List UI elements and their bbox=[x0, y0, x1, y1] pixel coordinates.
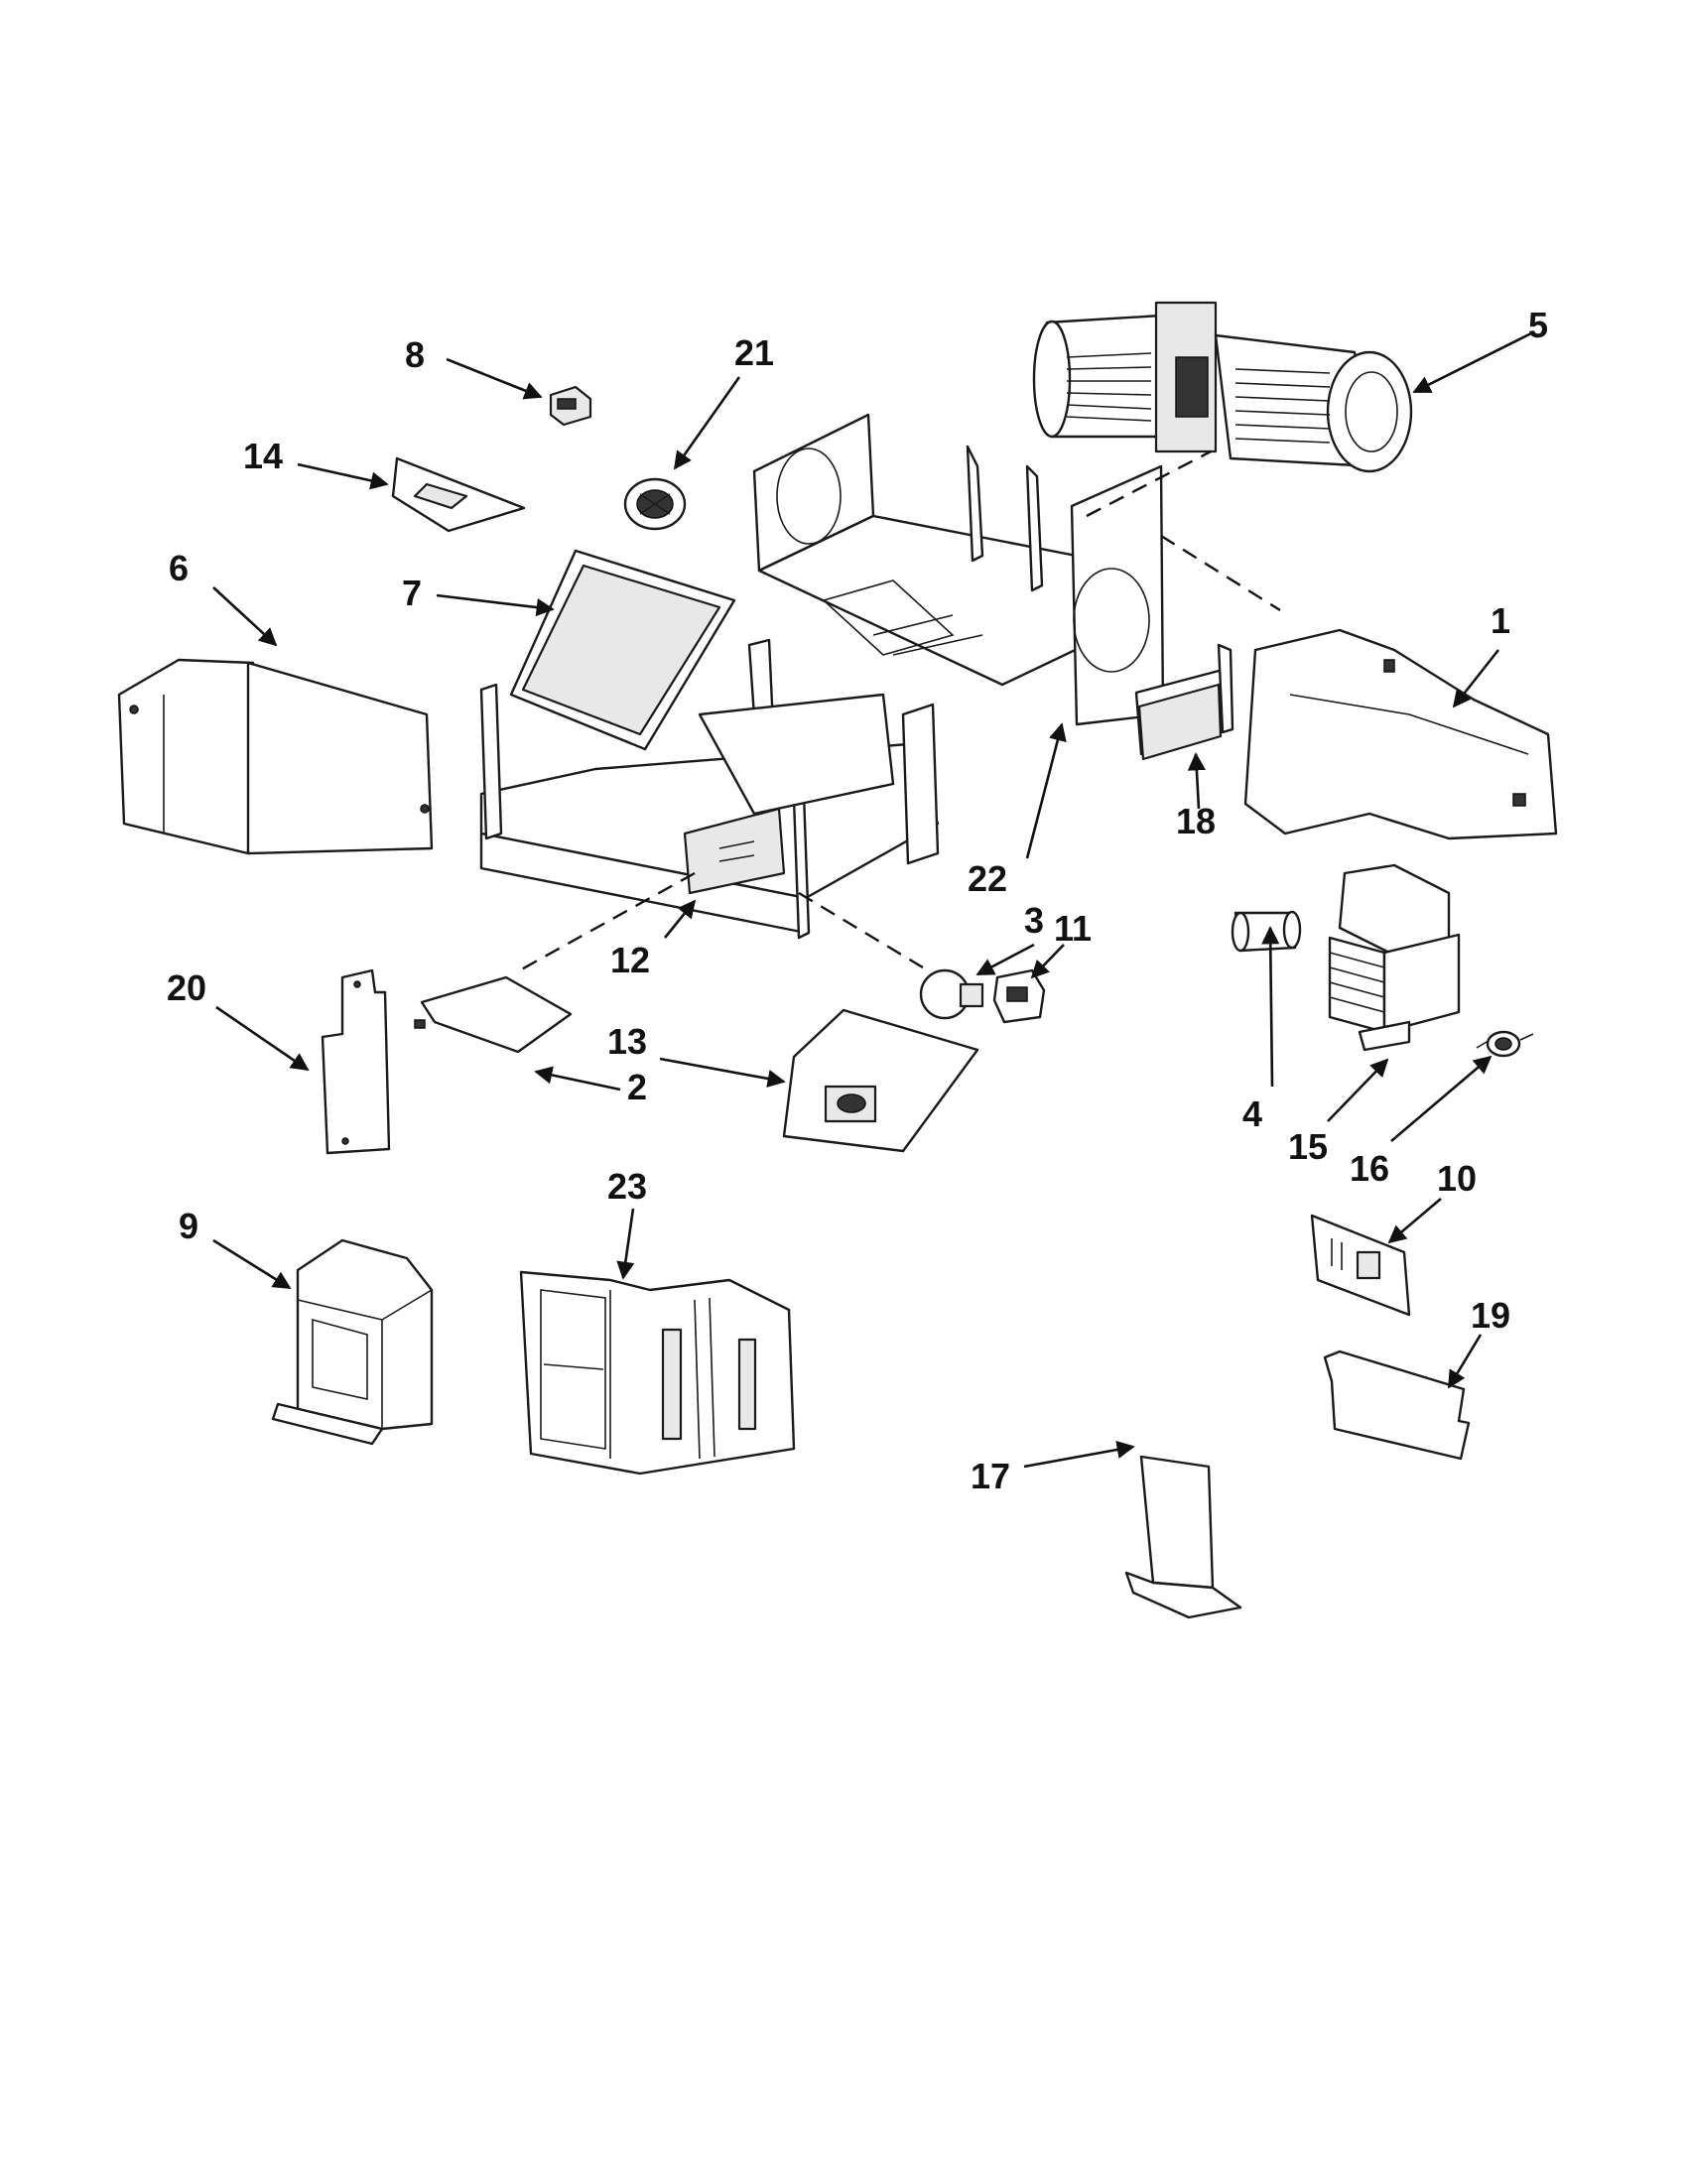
part-23-panel bbox=[519, 1270, 796, 1476]
upper-frame bbox=[752, 413, 1165, 726]
callout-14: 14 bbox=[243, 436, 283, 476]
part-18-plate bbox=[1134, 643, 1234, 761]
part-6-side-panel bbox=[117, 658, 434, 855]
callout-16: 16 bbox=[1350, 1148, 1389, 1189]
callout-4: 4 bbox=[1242, 1093, 1262, 1134]
part-1-duct bbox=[1243, 628, 1558, 840]
callout-1: 1 bbox=[1491, 600, 1510, 641]
part-19-bracket bbox=[1323, 1349, 1471, 1461]
part-5-blower-assembly bbox=[1032, 301, 1413, 473]
callout-21: 21 bbox=[734, 332, 774, 373]
callout-3: 3 bbox=[1024, 900, 1044, 941]
callout-8: 8 bbox=[405, 334, 425, 375]
part-13-cover bbox=[782, 1008, 979, 1153]
assembly-dashed-lines bbox=[515, 450, 1281, 974]
callout-23: 23 bbox=[607, 1166, 647, 1207]
leader-arrows bbox=[212, 330, 1534, 1469]
callout-9: 9 bbox=[179, 1206, 198, 1246]
part-16-thermal-cutoff bbox=[1476, 1030, 1534, 1058]
callout-13: 13 bbox=[607, 1021, 647, 1062]
callout-12: 12 bbox=[610, 940, 650, 980]
callout-18: 18 bbox=[1176, 801, 1216, 841]
callout-19: 19 bbox=[1471, 1295, 1510, 1336]
part-11-socket bbox=[992, 968, 1046, 1024]
callout-20: 20 bbox=[167, 967, 206, 1008]
part-20-bracket bbox=[321, 968, 391, 1155]
part-21-connector bbox=[623, 477, 687, 531]
part-9-box bbox=[271, 1238, 434, 1446]
part-3-lamp bbox=[919, 968, 984, 1020]
part-4-cylinder bbox=[1231, 910, 1302, 953]
callout-10: 10 bbox=[1437, 1158, 1477, 1199]
part-14-plate bbox=[391, 456, 526, 533]
part-12-base-chassis bbox=[479, 638, 940, 940]
callout-7: 7 bbox=[402, 573, 422, 613]
callout-5: 5 bbox=[1528, 305, 1548, 345]
callout-2: 2 bbox=[627, 1067, 647, 1107]
callout-17: 17 bbox=[971, 1456, 1010, 1496]
callout-labels: 8 21 5 14 7 6 1 18 22 12 3 11 4 15 16 20… bbox=[167, 305, 1548, 1496]
callout-11: 11 bbox=[1054, 908, 1092, 949]
callout-6: 6 bbox=[169, 548, 189, 588]
part-8-switch bbox=[549, 385, 592, 427]
callout-15: 15 bbox=[1288, 1126, 1328, 1167]
part-15-transformer bbox=[1328, 863, 1461, 1052]
part-17-guide bbox=[1124, 1455, 1242, 1619]
part-7-panel bbox=[509, 549, 736, 751]
callout-22: 22 bbox=[968, 858, 1007, 899]
part-2-plate bbox=[414, 975, 573, 1054]
part-10-board bbox=[1310, 1214, 1411, 1317]
